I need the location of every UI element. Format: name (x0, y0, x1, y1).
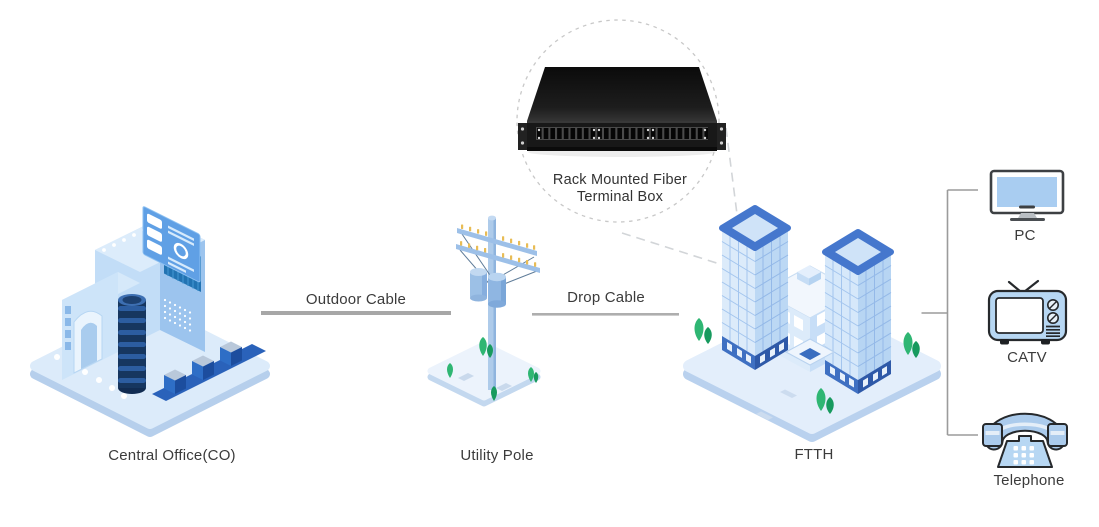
endpoint-bracket (921, 189, 978, 436)
rack-box-label-line1: Rack Mounted Fiber (552, 172, 688, 188)
drop-cable-line (532, 313, 679, 316)
co-side-windows (65, 306, 71, 350)
device-top-face (527, 67, 717, 121)
callout-line-right (725, 127, 739, 223)
outdoor-cable-line (261, 311, 451, 315)
central-office-label: Central Office(CO) (108, 447, 236, 464)
callout-dashed-lines (621, 127, 739, 267)
pole-bushes (447, 337, 539, 401)
pole-transformer-2 (488, 272, 506, 308)
co-server-cube-3 (220, 341, 242, 366)
ftth-trees (694, 318, 920, 414)
pole-transformer-1 (470, 268, 487, 302)
ftth-label: FTTH (794, 446, 834, 463)
pc-icon (989, 169, 1065, 221)
telephone-icon (982, 412, 1068, 468)
rack-box-label-line2: Terminal Box (576, 189, 664, 205)
pole-crossarm-lower (456, 244, 540, 273)
rack-mounted-fiber-terminal-box-image (518, 67, 726, 157)
pc-stand (1018, 213, 1037, 218)
ftth-building-illustration (683, 205, 941, 442)
pole-insulators (460, 224, 537, 267)
ftth-right-tower (822, 229, 894, 394)
pc-label: PC (1014, 227, 1036, 244)
rack-ear-right (717, 123, 726, 150)
pole-platform-top (427, 341, 541, 401)
co-server-cylinder (118, 294, 146, 394)
telephone-label: Telephone (993, 472, 1065, 489)
phone-body (997, 435, 1053, 468)
outdoor-cable-label: Outdoor Cable (305, 291, 407, 308)
pc-base (1010, 218, 1045, 221)
catv-label: CATV (1007, 349, 1047, 366)
pole-guy-wires (459, 233, 538, 289)
pole-crossarm-upper (457, 228, 537, 256)
utility-pole-label: Utility Pole (460, 447, 534, 464)
tv-grill (1046, 325, 1060, 338)
co-server-cube-1 (164, 369, 186, 394)
central-office-illustration (30, 206, 270, 437)
rack-ear-left (518, 123, 527, 150)
callout-line-left (621, 232, 727, 267)
ftth-left-tower (719, 205, 791, 370)
co-arch-opening (81, 322, 97, 369)
pc-screen (997, 177, 1057, 207)
ftth-entrance (784, 338, 836, 366)
co-server-cube-2 (192, 355, 214, 380)
drop-cable-label: Drop Cable (567, 289, 645, 306)
phone-keypad (1013, 446, 1034, 465)
tv-screen (995, 297, 1044, 334)
co-chart-card (142, 206, 201, 283)
catv-icon (987, 279, 1068, 345)
utility-pole-illustration (427, 215, 541, 407)
panel-screws (537, 128, 707, 140)
co-led-matrix (163, 298, 192, 332)
